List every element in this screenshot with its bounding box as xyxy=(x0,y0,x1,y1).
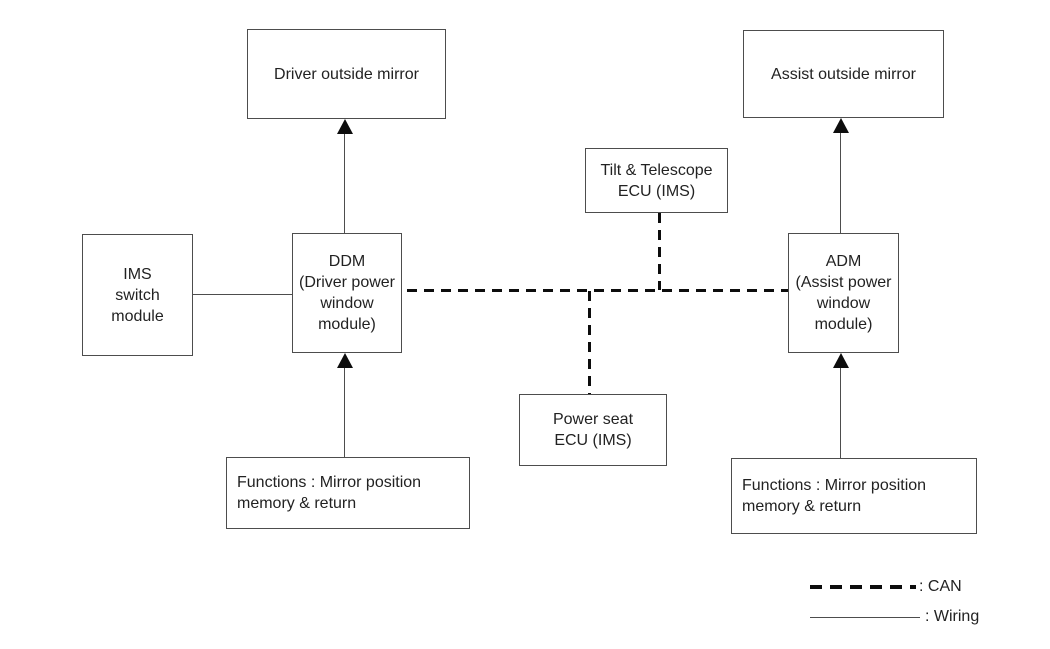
legend-wiring-label: : Wiring xyxy=(925,608,980,625)
node-label: IMS switch module xyxy=(111,265,164,325)
wire-functions-to-adm xyxy=(840,358,841,458)
node-ddm: DDM (Driver power window module) xyxy=(292,233,402,353)
wire-ddm-to-driver-mirror xyxy=(344,124,345,233)
node-power-seat-ecu: Power seat ECU (IMS) xyxy=(519,394,667,466)
node-functions-driver: Functions : Mirror position memory & ret… xyxy=(226,457,470,529)
node-assist-outside-mirror: Assist outside mirror xyxy=(743,30,944,118)
arrow-up-icon xyxy=(337,119,353,134)
node-label: Assist outside mirror xyxy=(771,65,916,83)
node-tilt-telescope-ecu: Tilt & Telescope ECU (IMS) xyxy=(585,148,728,213)
arrow-up-icon xyxy=(337,353,353,368)
wire-adm-to-assist-mirror xyxy=(840,124,841,233)
node-label: Functions : Mirror position memory & ret… xyxy=(237,474,422,512)
can-drop-power-seat-ecu xyxy=(588,291,591,394)
node-ims-switch-module: IMS switch module xyxy=(82,234,193,356)
node-label: ADM (Assist power window module) xyxy=(795,253,892,333)
arrow-up-icon xyxy=(833,118,849,133)
legend-can-label: : CAN xyxy=(919,578,962,595)
node-label: Power seat ECU (IMS) xyxy=(552,411,634,449)
wire-functions-to-ddm xyxy=(344,358,345,457)
can-drop-tilt-ecu xyxy=(658,213,661,290)
legend-can-swatch xyxy=(810,585,916,589)
node-label: Functions : Mirror position memory & ret… xyxy=(742,477,927,515)
node-adm: ADM (Assist power window module) xyxy=(788,233,899,353)
arrow-up-icon xyxy=(833,353,849,368)
can-bus-ddm-adm xyxy=(407,289,788,292)
legend-wiring-swatch xyxy=(810,617,920,618)
node-label: DDM (Driver power window module) xyxy=(298,253,395,333)
node-driver-outside-mirror: Driver outside mirror xyxy=(247,29,446,119)
node-functions-assist: Functions : Mirror position memory & ret… xyxy=(731,458,977,534)
wire-ims-switch-to-ddm xyxy=(193,294,292,295)
node-label: Driver outside mirror xyxy=(274,65,419,83)
node-label: Tilt & Telescope ECU (IMS) xyxy=(600,161,713,200)
